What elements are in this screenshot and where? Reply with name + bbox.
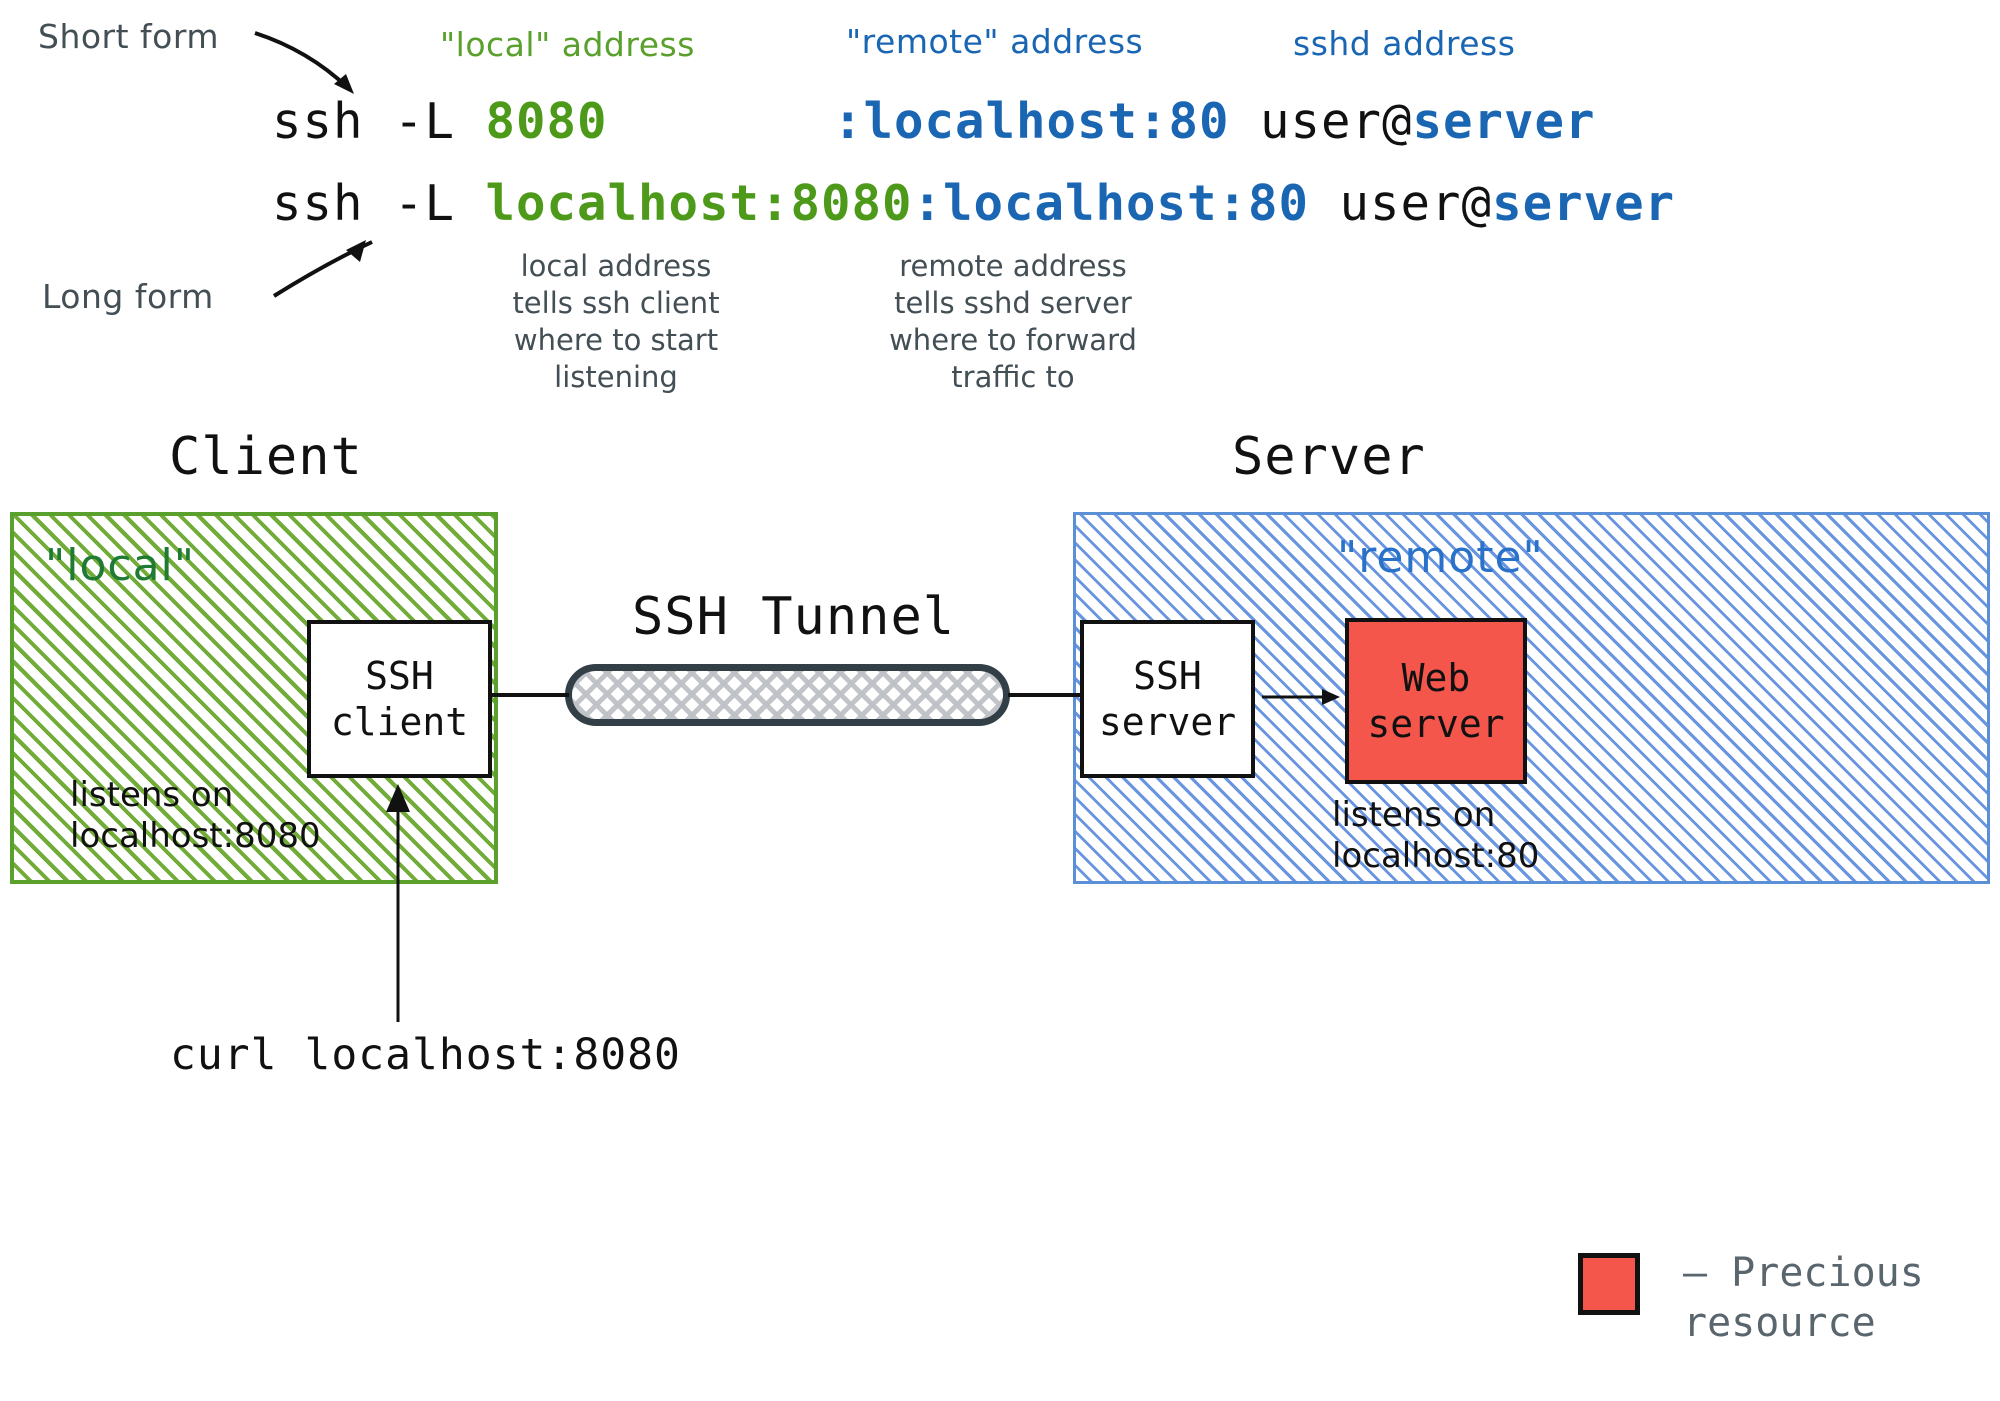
cmd-short-local: 8080 (485, 93, 608, 150)
ssh-tunnel (565, 664, 1010, 726)
cmd-long-prefix: ssh -L (272, 175, 486, 232)
server-title: Server (1232, 427, 1426, 487)
cmd-short-user: user@ (1229, 93, 1413, 150)
command-long-form: ssh -L localhost:8080:localhost:80 user@… (272, 175, 1675, 232)
client-tunnel-connector (491, 693, 569, 697)
cmd-long-server: server (1492, 175, 1676, 232)
cmd-short-remote: :localhost:80 (833, 93, 1230, 150)
cmd-long-local: localhost:8080 (485, 175, 913, 232)
remote-zone-tag: "remote" (1337, 532, 1544, 583)
ssh-server-node[interactable]: SSH server (1080, 620, 1255, 778)
client-listen-note: listens on localhost:8080 (70, 775, 321, 856)
tunnel-server-connector (1008, 693, 1084, 697)
cmd-long-remote: :localhost:80 (912, 175, 1310, 232)
command-short-form-tail: :localhost:80 user@server (833, 93, 1596, 150)
command-short-form: ssh -L 8080 (272, 93, 608, 150)
cmd-long-user: user@ (1309, 175, 1493, 232)
ssh-client-node[interactable]: SSH client (307, 620, 492, 778)
local-address-note: local address tells ssh client where to … (512, 249, 720, 395)
sshd-address-label: sshd address (1293, 24, 1516, 63)
cmd-short-prefix: ssh -L (272, 93, 486, 150)
long-form-arrow-icon (272, 240, 373, 298)
ssh-server-label: SSH server (1098, 653, 1237, 744)
client-title: Client (169, 427, 363, 487)
remote-address-label: "remote" address (846, 22, 1144, 61)
forward-arrow-icon (1262, 689, 1340, 705)
tunnel-title: SSH Tunnel (632, 587, 956, 647)
web-server-label: Web server (1367, 655, 1505, 746)
short-form-label: Short form (38, 17, 219, 56)
short-form-arrow-icon (254, 31, 354, 94)
local-zone-tag: "local" (45, 540, 195, 591)
curl-arrow-icon (386, 784, 410, 1022)
legend-label-precious-resource: – Precious resource (1683, 1250, 1924, 1346)
server-listen-note: listens on localhost:80 (1332, 795, 1540, 876)
local-address-label: "local" address (440, 25, 695, 64)
legend-swatch-precious-resource (1578, 1253, 1640, 1315)
long-form-label: Long form (42, 277, 214, 316)
ssh-client-label: SSH client (330, 653, 469, 744)
web-server-node[interactable]: Web server (1345, 618, 1527, 784)
cmd-short-server: server (1412, 93, 1596, 150)
curl-command-label: curl localhost:8080 (170, 1030, 681, 1080)
remote-address-note: remote address tells sshd server where t… (889, 249, 1137, 395)
